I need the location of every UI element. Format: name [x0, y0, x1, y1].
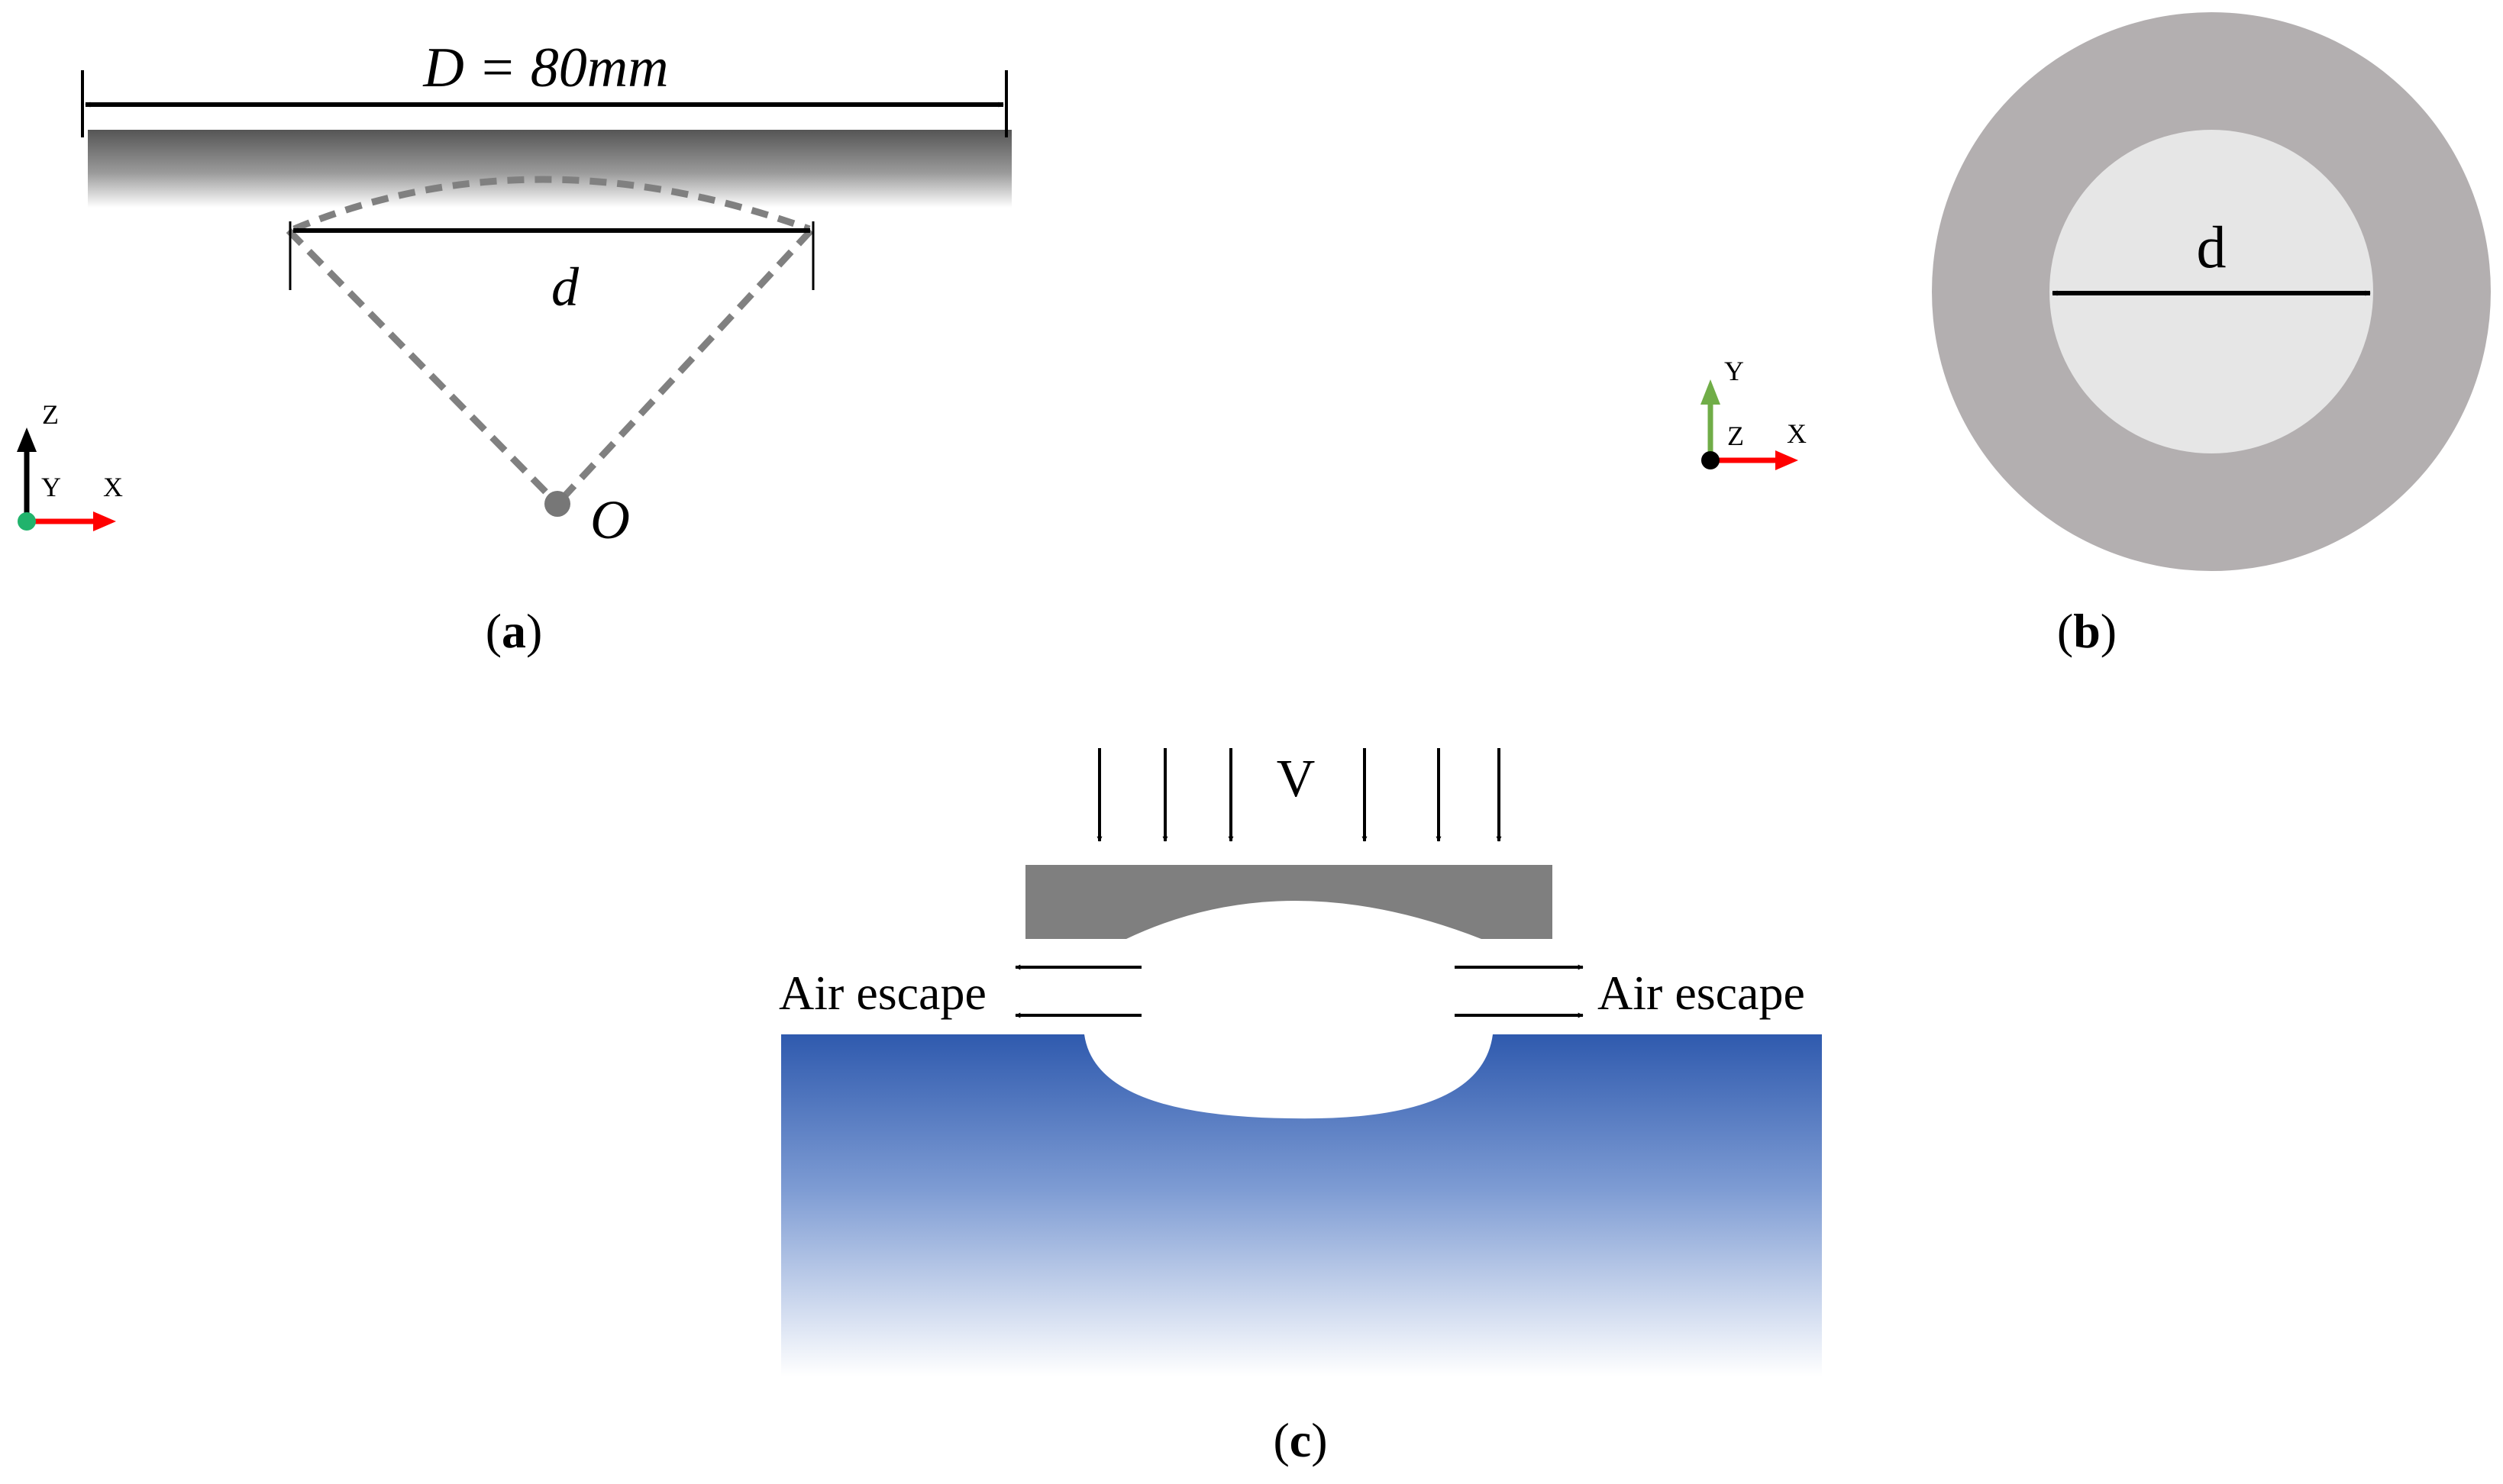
inner-diameter-label: d	[2197, 214, 2227, 280]
caption-b: (b)	[2057, 604, 2117, 658]
radius-line-left	[286, 227, 560, 507]
cap-arc-dashed	[292, 176, 811, 233]
axis-triad-b: Y Z X	[1700, 356, 1807, 470]
axis-z-label-b: Z	[1727, 421, 1744, 451]
plate-a	[88, 130, 1012, 208]
axis-z-label-a: Z	[42, 399, 59, 430]
panel-a: O D = 80mm d Z Y X (a)	[17, 37, 1012, 658]
axis-x-label-a: X	[103, 472, 123, 502]
panel-c: V Air escape Air escape (c)	[779, 748, 1822, 1467]
caption-a: (a)	[486, 604, 543, 658]
axis-y-label-a: Y	[41, 472, 61, 502]
center-point-o	[544, 491, 570, 517]
chord-label: d	[551, 256, 580, 318]
panel-b: d Y Z X (b)	[1700, 12, 2491, 658]
diameter-label: D = 80mm	[422, 37, 668, 99]
axis-x-label-b: X	[1787, 418, 1807, 449]
center-label: O	[590, 489, 630, 550]
air-cavity	[1084, 887, 1493, 1119]
air-escape-label-left: Air escape	[779, 966, 987, 1020]
radius-line-right	[554, 227, 814, 507]
caption-c: (c)	[1273, 1413, 1327, 1467]
plate-c	[1025, 865, 1552, 939]
axis-y-label-b: Y	[1724, 356, 1744, 386]
axis-triad-a: Z Y X	[17, 399, 123, 531]
air-escape-label-right: Air escape	[1597, 966, 1805, 1020]
velocity-arrows	[1096, 748, 1502, 842]
velocity-label: V	[1277, 750, 1316, 808]
